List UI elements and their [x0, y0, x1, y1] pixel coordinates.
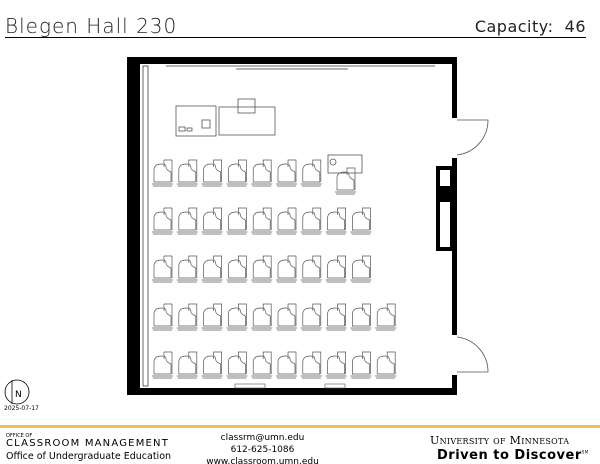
seat: [152, 207, 173, 235]
seat: [375, 303, 397, 331]
seat: [176, 159, 198, 187]
seat: [276, 351, 297, 379]
seat: [226, 303, 248, 331]
seat: [201, 255, 223, 283]
seat: [152, 255, 173, 283]
seat: [276, 207, 297, 235]
seat: [226, 207, 248, 235]
seat: [226, 351, 248, 379]
email-link[interactable]: classrm@umn.edu: [220, 433, 305, 443]
doors: [456, 119, 489, 373]
seat: [176, 351, 198, 379]
seat: [300, 255, 322, 283]
seat: [176, 255, 198, 283]
seat: [251, 351, 273, 379]
seat: [300, 159, 322, 187]
seat: [251, 255, 273, 283]
seat: [201, 159, 223, 187]
plan-date: 2025-07-17: [4, 405, 39, 412]
seat: [350, 351, 372, 379]
office-name: CLASSROOM MANAGEMENT: [6, 438, 170, 449]
seating: [152, 159, 397, 379]
header-rule: [5, 37, 586, 38]
pillars: [234, 383, 346, 389]
capacity-value: 46: [564, 17, 586, 36]
tagline: Driven to DiscoverSM: [437, 448, 589, 463]
accent-bar: [0, 425, 600, 428]
room-title: Blegen Hall 230: [5, 14, 178, 38]
seat: [152, 159, 173, 187]
seat: [152, 303, 173, 331]
seat: [201, 207, 223, 235]
seat: [201, 303, 223, 331]
seat: [300, 207, 322, 235]
whiteboard: [166, 65, 435, 70]
tagline-mark: SM: [581, 449, 589, 455]
windows: [142, 65, 149, 387]
capacity-label: Capacity:: [474, 17, 554, 36]
seat: [325, 255, 347, 283]
seat: [251, 159, 273, 187]
contact-info: classrm@umn.edu 612-625-1086 www.classro…: [200, 432, 325, 464]
seat: [226, 255, 248, 283]
floor-plan: N: [4, 57, 489, 405]
tagline-text: Driven to Discover: [437, 448, 582, 463]
seat: [325, 207, 347, 235]
seat: [350, 303, 372, 331]
office-of: OFFICE OF: [6, 433, 33, 439]
compass: N: [4, 379, 30, 405]
instructor-desk: [175, 98, 363, 174]
seat: [251, 303, 273, 331]
capacity: Capacity: 46: [475, 17, 586, 36]
seat: [276, 303, 297, 331]
seat: [251, 207, 273, 235]
seat: [350, 207, 372, 235]
seat: [176, 207, 198, 235]
seat: [350, 255, 372, 283]
seat: [375, 351, 397, 379]
seat: [300, 303, 322, 331]
seat: [176, 303, 198, 331]
seat: [201, 351, 223, 379]
university-logo: University of Minnesota: [430, 434, 570, 447]
seat: [325, 351, 347, 379]
seat: [152, 351, 173, 379]
seat: [300, 351, 322, 379]
walls: [127, 57, 457, 395]
seat: [276, 255, 297, 283]
accessible-seat: [335, 167, 356, 195]
seat: [276, 159, 297, 187]
seat: [226, 159, 248, 187]
seat: [325, 303, 347, 331]
website-link[interactable]: www.classroom.umn.edu: [206, 457, 319, 464]
office-sub: Office of Undergraduate Education: [6, 451, 172, 462]
phone: 612-625-1086: [230, 445, 295, 455]
compass-label: N: [15, 390, 22, 400]
